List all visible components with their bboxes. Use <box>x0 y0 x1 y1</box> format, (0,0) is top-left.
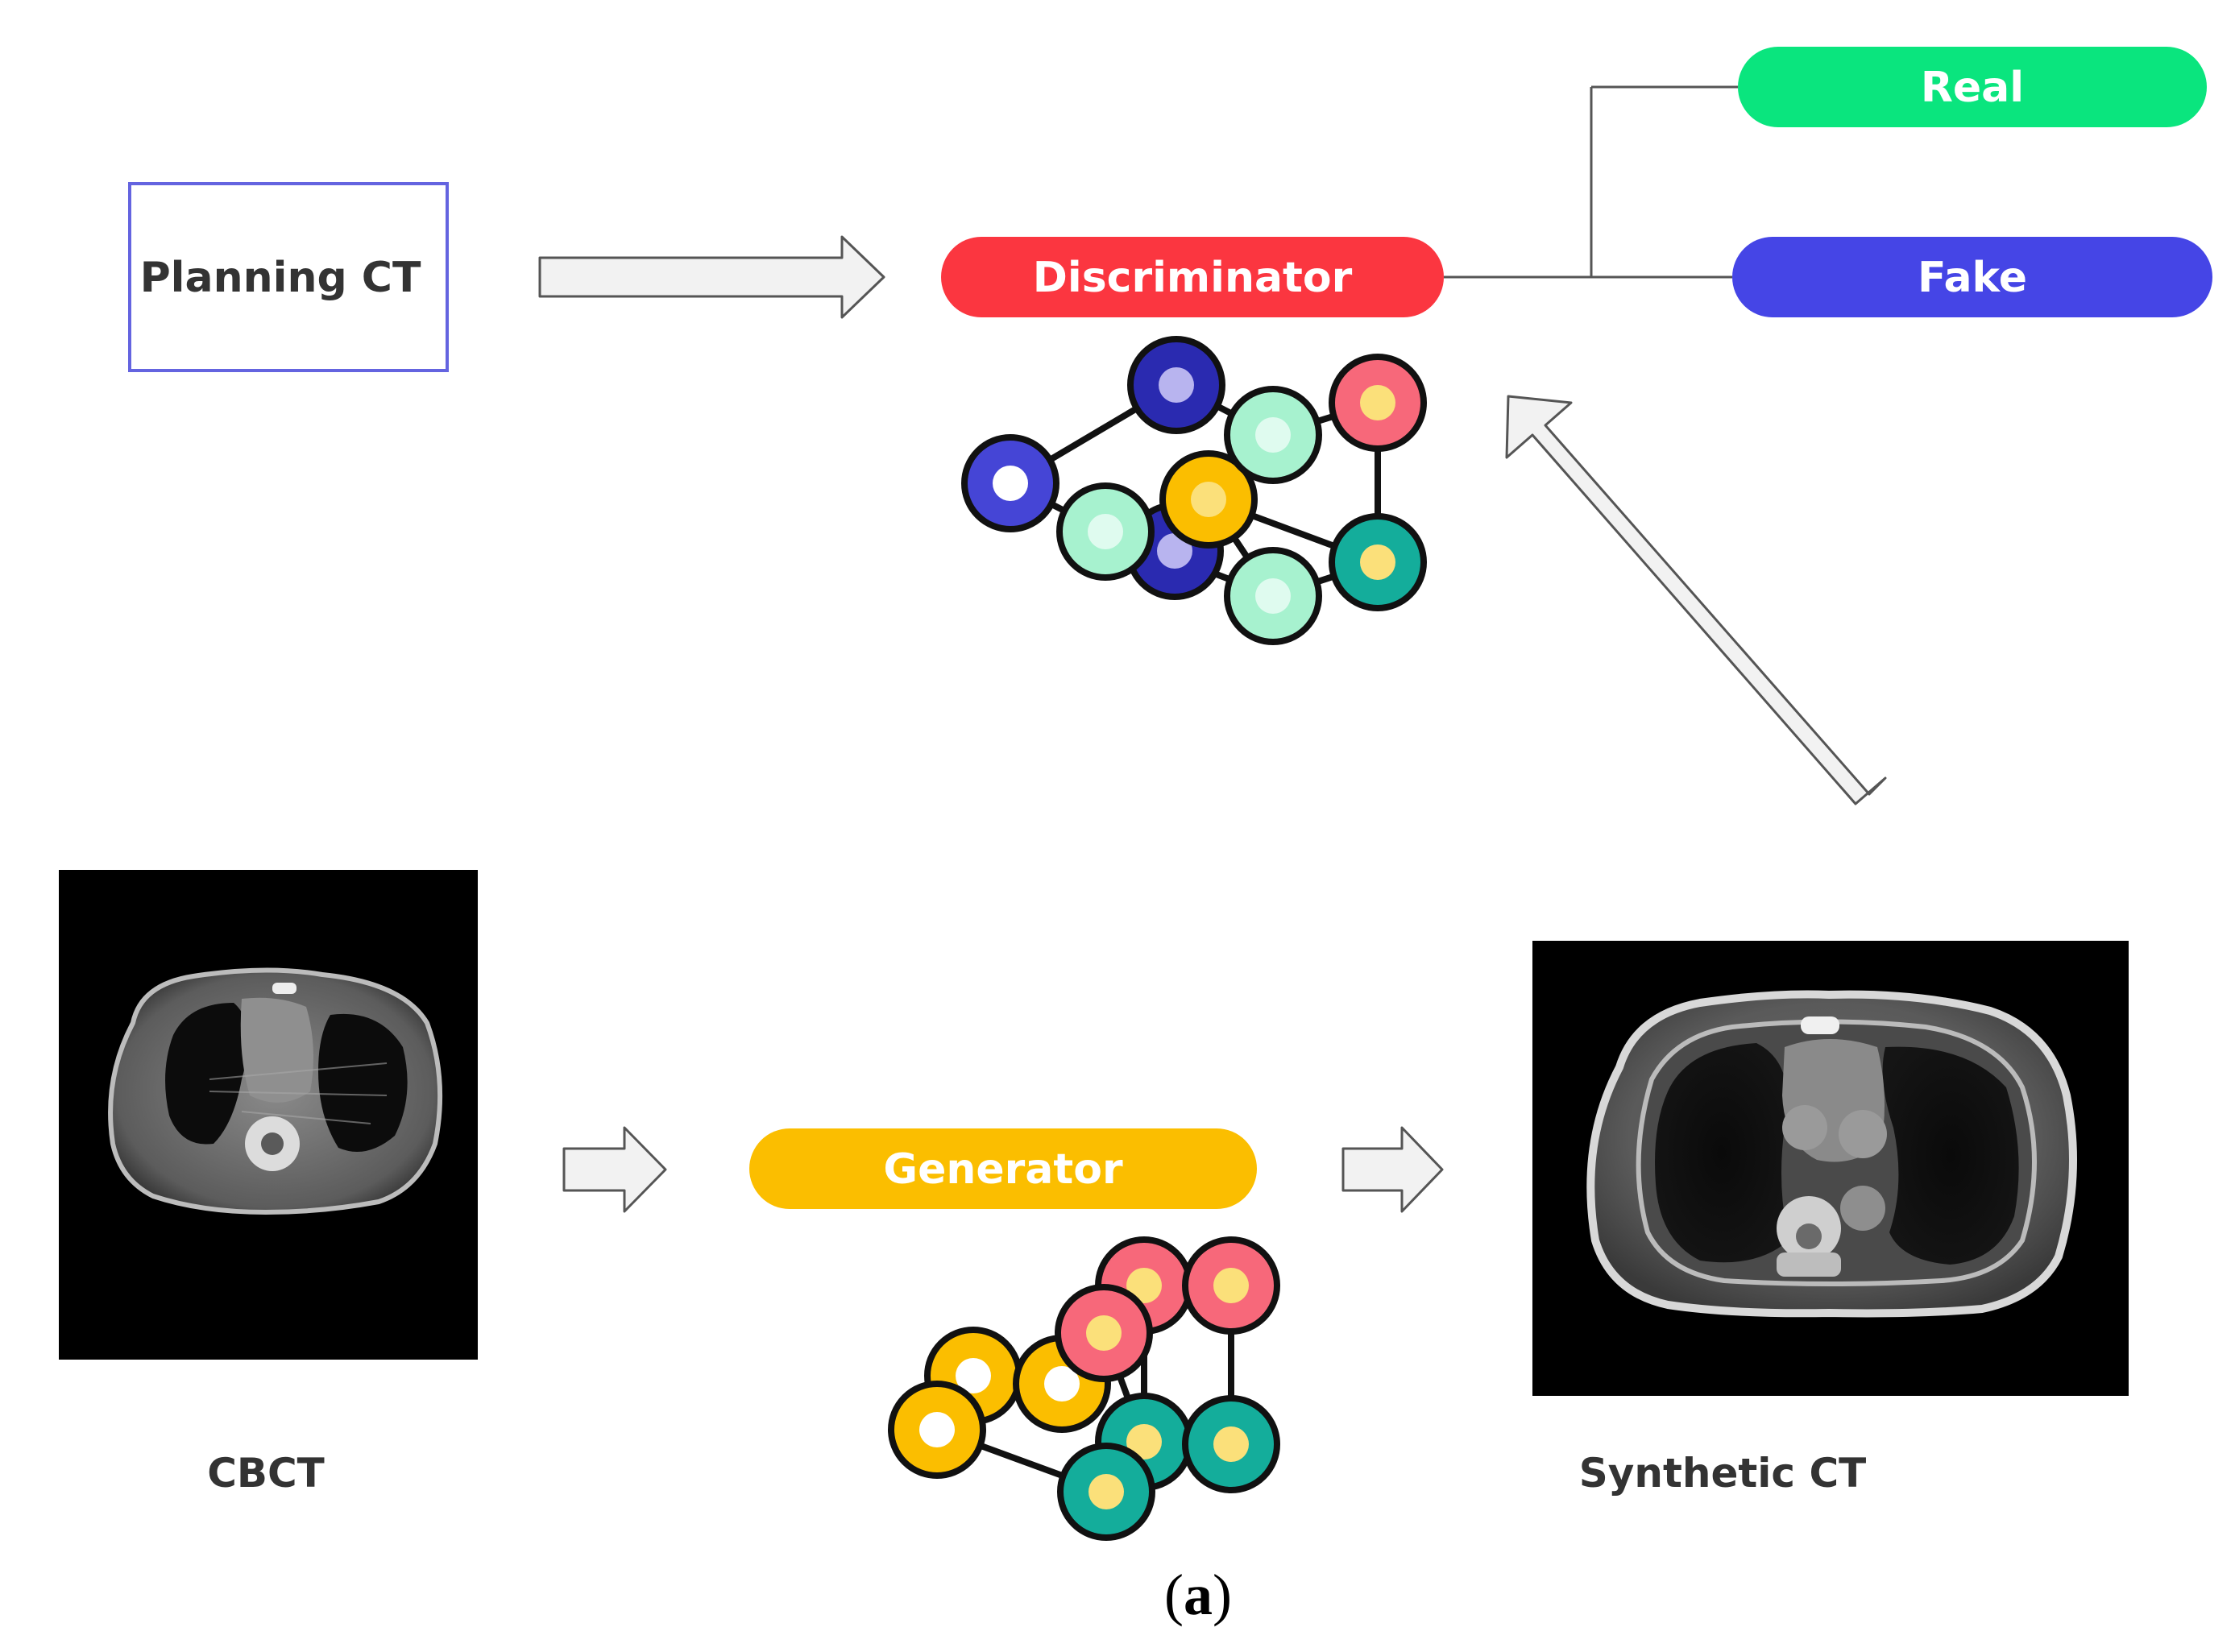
discriminator-pill: Discriminator <box>941 237 1444 317</box>
caption-close-paren: ) <box>1213 1563 1232 1627</box>
fake-pill: Fake <box>1732 237 2212 317</box>
caption-open-paren: ( <box>1164 1563 1184 1627</box>
generator-pill: Generator <box>749 1128 1257 1209</box>
synthetic-ct-image <box>1532 941 2129 1396</box>
planning-ct-box: Planning CT <box>128 182 449 372</box>
real-pill: Real <box>1738 47 2207 127</box>
cbct-label: CBCT <box>207 1450 325 1497</box>
planning-ct-label: Planning CT <box>140 254 421 302</box>
figure-caption: (a) <box>1164 1563 1232 1627</box>
arrow-diagonal-icon <box>1505 395 1887 805</box>
fake-label: Fake <box>1918 254 2027 302</box>
output-connector <box>1444 85 1738 279</box>
cbct-image <box>59 870 478 1360</box>
synthetic-ct-label: Synthetic CT <box>1579 1450 1867 1497</box>
neural-network-icon <box>961 336 1427 645</box>
caption-letter: a <box>1184 1563 1213 1627</box>
arrow-right-icon <box>538 235 885 319</box>
real-label: Real <box>1921 64 2024 112</box>
arrow-right-icon <box>562 1126 667 1213</box>
arrow-right-icon <box>1341 1126 1444 1213</box>
neural-network-icon <box>888 1236 1280 1541</box>
generator-label: Generator <box>883 1145 1123 1194</box>
discriminator-label: Discriminator <box>1033 254 1353 302</box>
